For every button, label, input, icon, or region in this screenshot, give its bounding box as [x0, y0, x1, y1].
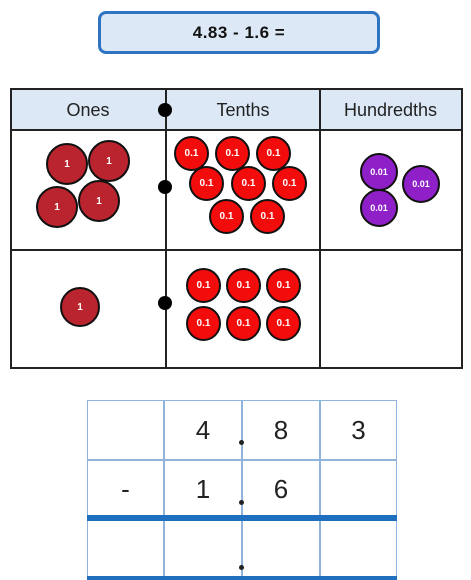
grid-cell: [320, 460, 397, 518]
ones-counter: 1: [46, 143, 88, 185]
tenths-counter: 0.1: [186, 306, 221, 341]
ones-counter: 1: [36, 186, 78, 228]
header-hundredths: Hundredths: [320, 90, 461, 130]
answer-cell[interactable]: [164, 518, 242, 578]
tenths-counter: 0.1: [226, 268, 261, 303]
grid-cell: 3: [320, 400, 397, 460]
grid-decimal-point: [239, 440, 244, 445]
grid-decimal-point: [239, 500, 244, 505]
tenths-counter: 0.1: [266, 268, 301, 303]
header-tenths-label: Tenths: [216, 99, 270, 120]
answer-line: [87, 515, 397, 521]
tenths-counter: 0.1: [174, 136, 209, 171]
row-divider: [10, 249, 463, 251]
hundredths-counter: 0.01: [360, 189, 398, 227]
tenths-counter: 0.1: [186, 268, 221, 303]
ones-counter: 1: [88, 140, 130, 182]
tenths-counter: 0.1: [266, 306, 301, 341]
header-divider: [10, 129, 463, 131]
header-ones: Ones: [10, 90, 166, 130]
ones-counter: 1: [78, 180, 120, 222]
grid-cell: [87, 400, 164, 460]
tenths-counter: 0.1: [250, 199, 285, 234]
grid-cell: 4: [164, 400, 242, 460]
header-ones-label: Ones: [66, 99, 110, 120]
decimal-point-marker: [158, 103, 172, 117]
decimal-point-marker: [158, 296, 172, 310]
grid-cell: 8: [242, 400, 320, 460]
column-divider-tenths-hundredths: [319, 88, 321, 369]
grid-decimal-point: [239, 565, 244, 570]
equation-text: 4.83 - 1.6 =: [192, 22, 286, 42]
decimal-point-marker: [158, 180, 172, 194]
tenths-counter: 0.1: [209, 199, 244, 234]
grid-cell: 1: [164, 460, 242, 518]
column-divider-ones-tenths: [165, 88, 167, 369]
tenths-counter: 0.1: [215, 136, 250, 171]
hundredths-counter: 0.01: [360, 153, 398, 191]
header-hundredths-label: Hundredths: [343, 99, 438, 120]
header-tenths: Tenths: [166, 90, 320, 130]
tenths-counter: 0.1: [226, 306, 261, 341]
tenths-counter: 0.1: [272, 166, 307, 201]
hundredths-counter: 0.01: [402, 165, 440, 203]
equation-box: 4.83 - 1.6 =: [98, 11, 380, 54]
bottom-line: [87, 576, 397, 580]
tenths-counter: 0.1: [256, 136, 291, 171]
grid-cell: -: [87, 460, 164, 518]
answer-cell[interactable]: [87, 518, 164, 578]
answer-cell[interactable]: [320, 518, 397, 578]
grid-cell: 6: [242, 460, 320, 518]
answer-cell[interactable]: [242, 518, 320, 578]
tenths-counter: 0.1: [189, 166, 224, 201]
tenths-counter: 0.1: [231, 166, 266, 201]
ones-counter: 1: [60, 287, 100, 327]
chart-border: [10, 88, 463, 369]
